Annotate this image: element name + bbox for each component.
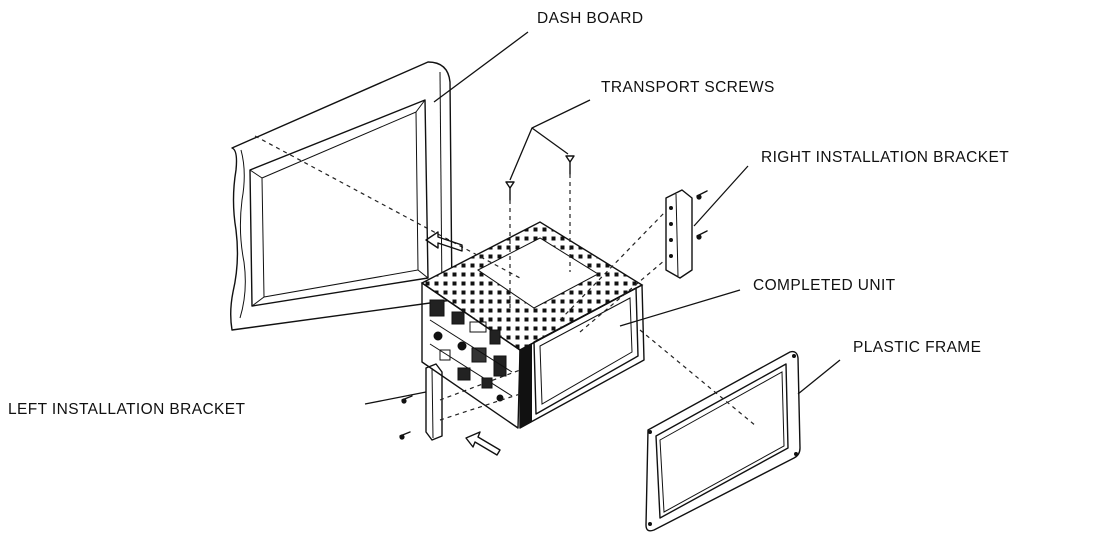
dash-board	[230, 61, 453, 331]
label-dash-board: DASH BOARD	[537, 10, 644, 27]
insert-arrow-lower	[465, 431, 501, 456]
label-right-installation-bracket: RIGHT INSTALLATION BRACKET	[761, 149, 1010, 166]
completed-unit	[420, 221, 645, 429]
insert-arrow-upper	[425, 231, 463, 252]
transport-screws	[505, 155, 575, 201]
label-completed-unit: COMPLETED UNIT	[753, 277, 896, 294]
label-left-installation-bracket: LEFT INSTALLATION BRACKET	[8, 401, 246, 418]
leader-lines	[364, 31, 841, 405]
plastic-frame	[645, 350, 801, 532]
right-installation-bracket	[665, 189, 708, 279]
left-installation-bracket	[399, 363, 443, 441]
label-transport-screws: TRANSPORT SCREWS	[601, 79, 775, 96]
alignment-lines	[254, 135, 757, 427]
label-plastic-frame: PLASTIC FRAME	[853, 339, 982, 356]
